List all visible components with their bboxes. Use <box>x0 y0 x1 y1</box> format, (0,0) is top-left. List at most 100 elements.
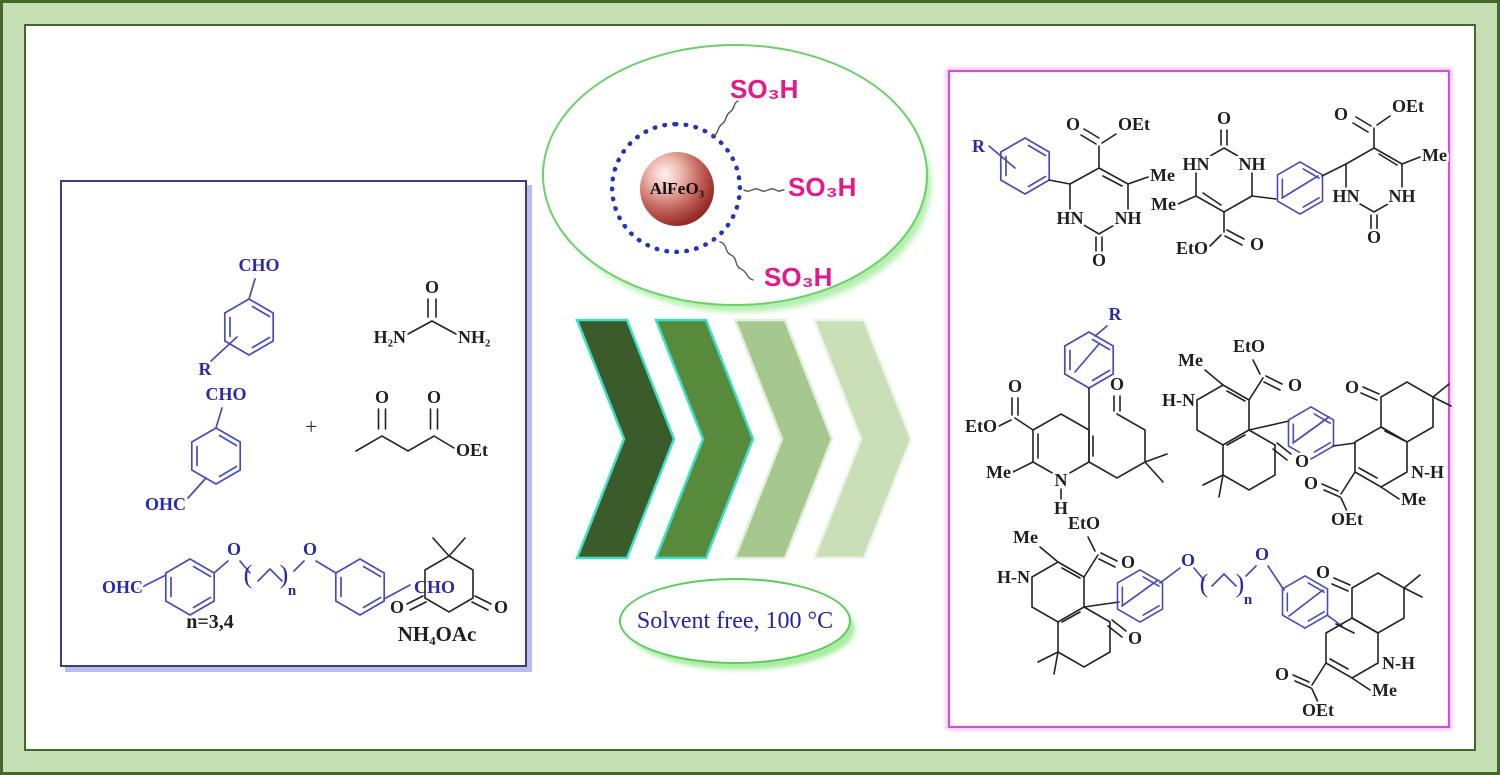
central-ring <box>1276 161 1324 215</box>
so3h-groups: SO₃H SO₃H SO₃H <box>711 74 856 292</box>
eto-label: EtO <box>1233 336 1265 356</box>
acetoacetate-structure: O O OEt <box>355 385 491 463</box>
cho-label: CHO <box>205 384 246 404</box>
o-keto-label: O <box>1110 374 1124 394</box>
so3h-middle-label: SO₃H <box>788 172 856 202</box>
bis-dhpm-structure: O HN NH Me EtO O O OEt Me NH HN O <box>1149 94 1450 261</box>
o-label: O <box>390 597 404 617</box>
o-keto-label: O <box>1316 562 1330 582</box>
me-label: Me <box>1013 527 1038 547</box>
n-label: N <box>1055 470 1068 490</box>
chevron-4 <box>812 318 913 560</box>
nh2-label: NH₂ <box>458 327 490 347</box>
dhpm-structure: R O OEt Me HN NH O <box>970 112 1178 273</box>
o-ester-label: O <box>1288 375 1302 395</box>
o-ester-label: O <box>1304 473 1318 493</box>
wavy-linkers <box>711 100 785 281</box>
bonds <box>406 537 492 613</box>
o-keto-label: O <box>1128 628 1142 648</box>
o-linker-label: O <box>1181 550 1195 570</box>
chevron-arrows <box>575 318 913 560</box>
r-label: R <box>972 136 986 156</box>
n-label: n <box>1244 592 1253 608</box>
central-ring <box>1287 406 1335 460</box>
aryl-ring <box>1063 325 1115 389</box>
hn-label: HN <box>1333 186 1360 206</box>
nh-label: N-H <box>1382 653 1415 673</box>
n-label: n <box>288 583 297 599</box>
phq-structure: R O O EtO Me N H <box>962 302 1168 521</box>
o-ester-label: O <box>1008 376 1022 396</box>
ohc-label: OHC <box>102 577 143 597</box>
oet-label: OEt <box>1118 114 1150 134</box>
me-label: Me <box>1422 145 1447 165</box>
aryl-ether-linker <box>1116 565 1343 629</box>
eto-label: EtO <box>1068 513 1100 533</box>
nanoparticle-label: AlFeO₃ <box>649 179 705 198</box>
h2n-label: H₂N <box>374 327 406 347</box>
me-label: Me <box>1150 165 1175 185</box>
aryl-ring <box>988 137 1051 195</box>
urea-structure: O H₂N NH₂ <box>371 275 493 350</box>
chevron-2 <box>654 318 755 560</box>
paren-left: ( <box>244 560 253 589</box>
o-label: O <box>227 539 241 559</box>
oet-label: OEt <box>1331 509 1363 529</box>
o-linker-label: O <box>1255 544 1269 564</box>
o-label: O <box>375 387 389 407</box>
nh-label: NH <box>1239 154 1266 174</box>
nanoparticle-core: AlFeO₃ <box>640 152 714 226</box>
o-ester-label: O <box>1334 104 1348 124</box>
core-bonds <box>998 387 1168 501</box>
product-panel: R O OEt Me HN NH O <box>948 70 1452 728</box>
urea-bonds <box>407 298 457 335</box>
nh-label: NH <box>1389 186 1416 206</box>
hn-label: H-N <box>997 567 1030 587</box>
condition-bubble: Solvent free, 100 °C <box>619 578 857 672</box>
eto-label: EtO <box>1176 238 1208 258</box>
hn-label: H-N <box>1162 390 1195 410</box>
dialdehyde-structure: CHO OHC <box>142 382 249 517</box>
bonds <box>355 408 455 452</box>
bonds <box>137 558 411 616</box>
condition-text: Solvent free, 100 °C <box>636 607 834 634</box>
n-note: n=3,4 <box>186 611 234 633</box>
o-keto-label: O <box>1367 227 1381 247</box>
o-label: O <box>303 539 317 559</box>
bis-phq-structure: Me EtO O H-N O O N-H Me O OEt <box>1160 334 1452 532</box>
h-label: H <box>1054 498 1068 518</box>
nh-label: NH <box>1115 208 1142 228</box>
hn-label: HN <box>1057 208 1084 228</box>
oet-label: OEt <box>1392 96 1424 116</box>
o-ester-label: O <box>1275 664 1289 684</box>
oet-label: OEt <box>456 440 488 460</box>
dimedone-structure: O O <box>387 537 511 620</box>
plus-sign: + <box>305 414 318 439</box>
aryl-aldehyde-structure: CHO R <box>196 253 282 382</box>
benzene-ring <box>187 407 242 499</box>
so3h-top-label: SO₃H <box>730 74 798 104</box>
benzene-ring <box>210 278 275 362</box>
left-unit <box>1196 359 1292 498</box>
chevron-1 <box>575 318 676 560</box>
reactant-panel: CHO R O H₂N NH₂ CHO OHC + <box>60 180 527 667</box>
ohc-label: OHC <box>145 494 186 514</box>
o-ester-label: O <box>1250 234 1264 254</box>
ammonium-acetate-label: NH₄OAc <box>397 622 477 646</box>
right-unit <box>1321 115 1421 230</box>
o-ester-label: O <box>1066 114 1080 134</box>
cho-label: CHO <box>238 255 279 275</box>
core-bonds <box>1048 128 1149 252</box>
right-unit <box>1321 381 1452 512</box>
o-keto-label: O <box>1345 377 1359 397</box>
paren-left: ( <box>1200 569 1209 598</box>
nanoparticle-shell <box>610 122 742 254</box>
left-unit <box>1177 129 1277 247</box>
left-unit <box>1031 536 1127 675</box>
bis-phq-ether-structure: Me EtO O H-N O O ( ) n O O N-H Me O OEt <box>995 511 1423 723</box>
hn-label: HN <box>1183 154 1210 174</box>
me-label: Me <box>1372 680 1397 700</box>
r-label: R <box>199 359 213 379</box>
right-unit <box>1292 572 1423 703</box>
